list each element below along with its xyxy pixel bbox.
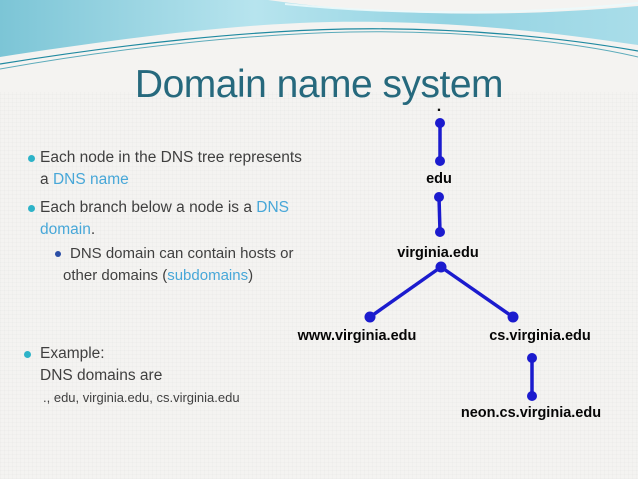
- bullet-dns-domain-sub: DNS domain can contain hosts or other do…: [55, 243, 335, 287]
- tree-node-virginia-lower: [435, 261, 447, 273]
- tree-node-edu: [435, 156, 445, 166]
- text-line: DNS domains are: [40, 365, 240, 387]
- tree-edge-edu-virginia: [437, 196, 442, 233]
- wave-white-streak: [284, 2, 638, 14]
- text-segment: Each node in the DNS tree represents: [40, 149, 302, 166]
- text-line: Example:: [40, 343, 240, 365]
- text-segment-accent: subdomains: [167, 267, 249, 284]
- tree-label-virginia: virginia.edu: [397, 245, 478, 261]
- bullet-text: Example: DNS domains are ., edu, virgini…: [40, 343, 240, 408]
- tree-node-cs-lower: [527, 353, 537, 363]
- text-segment-accent: DNS: [256, 199, 290, 216]
- tree-node-www: [364, 311, 376, 323]
- tree-node-edu-lower: [434, 192, 444, 202]
- text-segment: Each branch below a node is a: [40, 199, 257, 216]
- tree-node-virginia: [435, 227, 445, 237]
- bullet-each-node: Each node in the DNS tree represents a D…: [28, 147, 338, 191]
- bullet-each-branch: Each branch below a node is a DNS domain…: [28, 197, 338, 241]
- text-segment: other domains (: [63, 267, 168, 284]
- tree-label-root: .: [437, 98, 441, 115]
- text-segment: a: [40, 171, 53, 188]
- bullet-icon: [28, 155, 35, 162]
- text-line: Each branch below a node is a DNS: [40, 197, 289, 219]
- text-line: other domains (subdomains): [63, 265, 293, 287]
- text-line: Each node in the DNS tree represents: [40, 147, 302, 169]
- tree-node-root: [435, 118, 445, 128]
- text-segment: DNS domains are: [40, 367, 163, 384]
- text-line: domain.: [40, 219, 289, 241]
- text-segment: DNS domain can contain hosts or: [70, 245, 294, 262]
- header-wave-decoration: [0, 0, 638, 92]
- wave-white-bottom: [0, 21, 638, 92]
- sub-bullet-icon: [55, 251, 61, 257]
- text-segment-accent: domain: [40, 221, 91, 238]
- bullet-text: Each branch below a node is a DNS domain…: [40, 197, 289, 241]
- tree-edge-virginia-cs: [440, 265, 514, 319]
- tree-edge-virginia-www: [368, 265, 443, 319]
- text-segment: .: [90, 221, 96, 238]
- text-line-small: ., edu, virginia.edu, cs.virginia.edu: [40, 387, 240, 408]
- tree-label-www: www.virginia.edu: [297, 328, 417, 344]
- slide-title: Domain name system: [134, 63, 504, 106]
- tree-node-neon: [527, 391, 537, 401]
- text-segment: Example:: [40, 345, 105, 362]
- tree-label-cs: cs.virginia.edu: [489, 328, 591, 344]
- bullet-icon: [28, 205, 35, 212]
- bullet-text: DNS domain can contain hosts or other do…: [63, 243, 293, 287]
- text-line: a DNS name: [40, 169, 302, 191]
- tree-label-neon: neon.cs.virginia.edu: [461, 405, 601, 421]
- text-segment-accent: DNS name: [52, 171, 129, 188]
- text-segment: ): [248, 267, 254, 284]
- bullet-example: Example: DNS domains are ., edu, virgini…: [24, 343, 344, 408]
- tree-node-cs: [507, 311, 519, 323]
- text-line: DNS domain can contain hosts or: [63, 243, 293, 265]
- wave-thin-line-1: [0, 28, 638, 65]
- bullet-text: Each node in the DNS tree represents a D…: [40, 147, 302, 191]
- bullet-icon: [24, 351, 31, 358]
- wave-thin-line-2: [0, 31, 638, 70]
- text-segment: ., edu, virginia.edu, cs.virginia.edu: [43, 390, 240, 405]
- tree-label-edu: edu: [426, 171, 452, 187]
